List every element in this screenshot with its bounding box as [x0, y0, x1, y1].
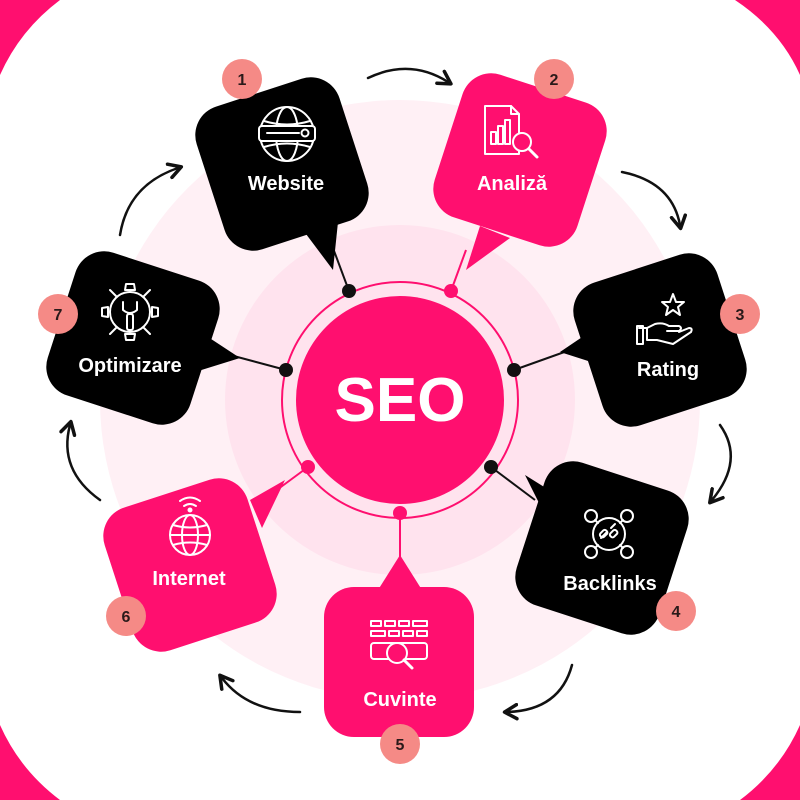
step-6-number: 6	[122, 609, 131, 626]
hub-dot-3	[507, 363, 521, 377]
step-2-analiza: Analiză 2	[433, 59, 607, 270]
arrow-3-to-4	[708, 423, 732, 505]
center-label: SEO	[335, 366, 466, 435]
keyword-search-icon	[370, 620, 428, 670]
step-7-badge	[38, 294, 78, 334]
step-6-label: Internet	[152, 568, 226, 590]
center-circle	[296, 296, 504, 504]
chart-search-icon	[484, 105, 539, 159]
step-1-card	[195, 77, 369, 251]
arrow-1-to-2	[366, 67, 453, 86]
corner-top-left	[0, 0, 60, 75]
hub-dot-7	[279, 363, 293, 377]
step-5-badge	[380, 724, 420, 764]
arrow-5-to-6	[218, 673, 302, 714]
step-2-number: 2	[550, 72, 559, 89]
step-1-badge	[222, 59, 262, 99]
step-1-number: 1	[238, 72, 247, 89]
arrow-4-to-5	[502, 663, 574, 721]
step-3-label: Rating	[637, 359, 699, 381]
step-7-label: Optimizare	[78, 355, 181, 377]
step-2-badge	[534, 59, 574, 99]
step-4-backlinks: Backlinks 4	[515, 461, 696, 635]
hub-dot-1	[342, 284, 356, 298]
step-1-website: Website 1	[195, 59, 369, 270]
hub-dot-6	[301, 460, 315, 474]
hub-dot-4	[484, 460, 498, 474]
arrow-7-to-1	[118, 162, 184, 237]
step-4-number: 4	[672, 604, 681, 621]
arrow-2-to-3	[620, 170, 688, 231]
arrow-6-to-7	[59, 419, 102, 502]
step-3-number: 3	[736, 307, 745, 324]
cycle-arrows	[59, 67, 732, 721]
step-4-label: Backlinks	[563, 573, 656, 595]
center-hub: SEO	[279, 281, 521, 520]
corner-top-right	[735, 0, 800, 75]
step-3-badge	[720, 294, 760, 334]
corner-bottom-right	[740, 725, 800, 800]
hub-dot-5	[393, 506, 407, 520]
step-7-card	[46, 251, 220, 425]
star-hand-icon	[636, 293, 693, 345]
step-6-internet: Internet 6	[103, 478, 285, 652]
hub-dot-2	[444, 284, 458, 298]
step-4-badge	[656, 591, 696, 631]
step-5-label: Cuvinte	[363, 689, 436, 711]
step-2-card	[433, 73, 607, 247]
step-7-optimizare: Optimizare 7	[38, 251, 240, 425]
step-7-number: 7	[54, 307, 63, 324]
gear-wrench-icon	[101, 283, 159, 341]
step-3-rating: Rating 3	[560, 253, 760, 427]
step-5-cuvinte: Cuvinte 5	[324, 555, 474, 764]
step-6-badge	[106, 596, 146, 636]
step-6-card	[103, 478, 277, 652]
step-1-label: Website	[248, 173, 324, 195]
step-2-label: Analiză	[477, 173, 548, 195]
step-5-number: 5	[396, 737, 405, 754]
corner-bottom-left	[0, 725, 60, 800]
globe-signal-icon	[169, 496, 211, 556]
link-network-icon	[584, 509, 634, 559]
browser-globe-icon	[258, 106, 316, 162]
